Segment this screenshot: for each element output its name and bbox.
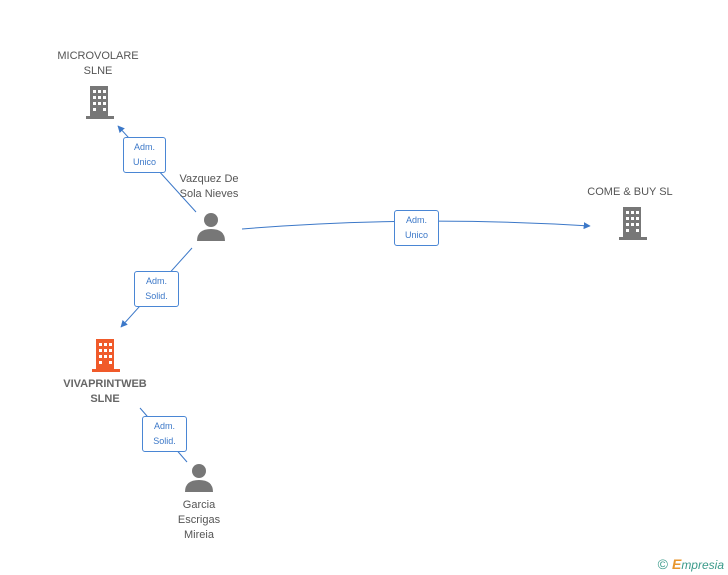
node-label-vazquez: Vazquez De Sola Nieves bbox=[179, 173, 239, 200]
copyright-icon: © bbox=[657, 556, 668, 572]
footer-branding: © Empresia bbox=[658, 556, 724, 572]
node-label-garcia: Garcia Escrigas Mireia bbox=[177, 499, 221, 541]
edge-label-vazquez-come-buy: Adm. Unico bbox=[394, 210, 439, 246]
edge-label-vazquez-microvolare: Adm. Unico bbox=[123, 137, 166, 173]
node-label-come-buy: COME & BUY SL bbox=[587, 186, 673, 198]
brand-initial: E bbox=[671, 556, 682, 572]
edge-label-garcia-vivaprintweb: Adm. Solid. bbox=[142, 416, 187, 452]
building-icon[interactable] bbox=[617, 205, 649, 241]
node-label-microvolare: MICROVOLARE SLNE bbox=[57, 50, 139, 77]
person-icon[interactable] bbox=[196, 212, 226, 242]
person-icon[interactable] bbox=[184, 463, 214, 493]
brand-name: mpresia bbox=[681, 558, 724, 572]
node-label-vivaprintweb: VIVAPRINTWEB SLNE bbox=[63, 378, 147, 405]
building-icon[interactable] bbox=[90, 337, 122, 373]
brand-logo[interactable]: Empresia bbox=[672, 556, 724, 572]
building-icon[interactable] bbox=[84, 84, 116, 120]
edge-label-vazquez-vivaprintweb: Adm. Solid. bbox=[134, 271, 179, 307]
